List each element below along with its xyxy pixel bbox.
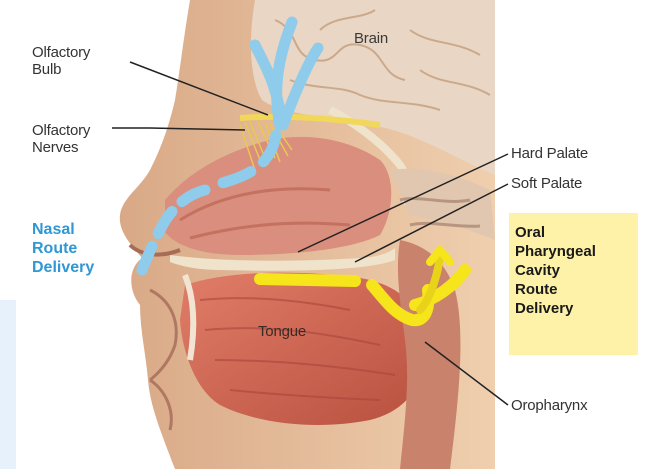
oropharynx-label: Oropharynx xyxy=(511,397,587,414)
soft-palate-label: Soft Palate xyxy=(511,175,582,192)
hard-palate-label: Hard Palate xyxy=(511,145,588,162)
olfactory-nerves-label: Olfactory Nerves xyxy=(32,122,90,156)
nasal-route-label: Nasal Route Delivery xyxy=(32,220,94,277)
oral-route-label: Oral Pharyngeal Cavity Route Delivery xyxy=(515,223,596,318)
olfactory-bulb-label: Olfactory Bulb xyxy=(32,44,90,78)
tongue-label: Tongue xyxy=(258,323,306,340)
edge-panel xyxy=(0,300,16,469)
brain-label: Brain xyxy=(354,30,388,47)
